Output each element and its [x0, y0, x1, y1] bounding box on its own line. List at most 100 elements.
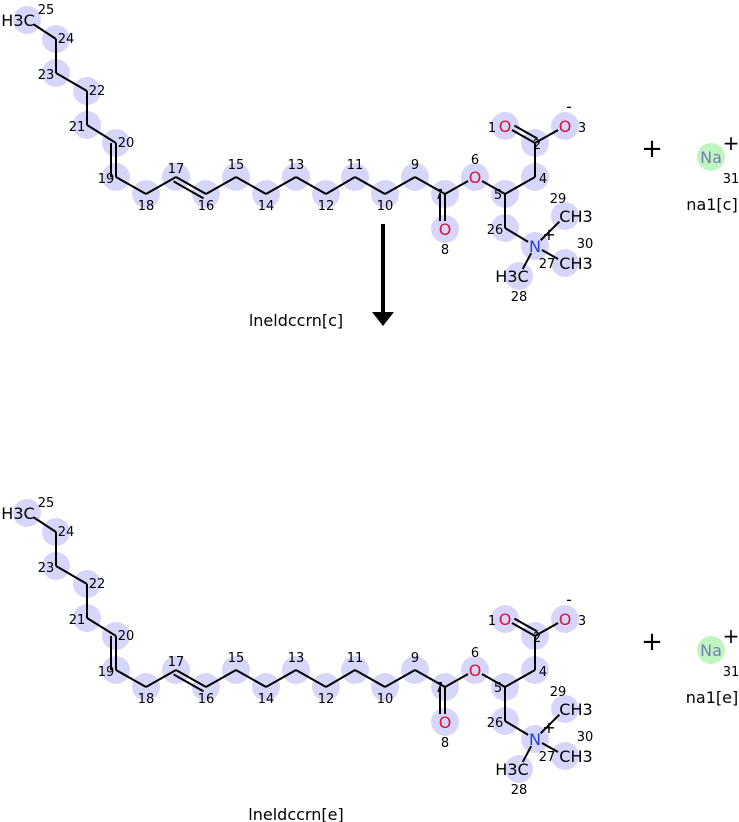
atom-number: 25: [38, 496, 55, 511]
bond: [511, 622, 536, 637]
atom-number: 22: [89, 577, 106, 592]
atom-highlight: [461, 163, 489, 191]
atom-symbol: CH3: [559, 254, 592, 273]
bond: [541, 742, 559, 753]
atom-number: 6: [471, 153, 479, 168]
plus-sign: +: [641, 134, 663, 164]
atom-symbol: H3C: [495, 267, 528, 286]
bond: [295, 669, 327, 688]
atom-number: 21: [69, 613, 86, 628]
atom-number: 13: [288, 158, 305, 173]
atom-symbol: O: [439, 220, 452, 239]
atom-number: 31: [723, 665, 739, 680]
atom-symbol: CH3: [559, 207, 592, 226]
atom-number: 9: [411, 158, 419, 173]
atom-number: 19: [98, 172, 115, 187]
atom-number: 6: [471, 646, 479, 661]
atom-number: 31: [723, 172, 739, 187]
atom-number: 26: [487, 223, 504, 238]
bond: [325, 176, 356, 195]
atom-number: 5: [494, 681, 502, 696]
atom-number: 11: [347, 158, 364, 173]
atom-number: 16: [198, 692, 215, 707]
double-bond-line: [173, 673, 205, 693]
bond: [33, 516, 57, 533]
atom-number: 10: [377, 199, 394, 214]
atom-number: 3: [578, 121, 586, 136]
atom-highlight: [551, 605, 579, 633]
atom-number: 7: [435, 681, 443, 696]
bond: [354, 669, 386, 688]
atom-number: 21: [69, 120, 86, 135]
atom-number: 15: [228, 158, 245, 173]
atom-symbol: H3C: [1, 504, 34, 523]
atom-number: 3: [578, 614, 586, 629]
atom-number: 30: [577, 237, 594, 252]
atom-highlight: [431, 708, 459, 736]
bond: [55, 565, 88, 585]
product-ion-label: na1[e]: [686, 688, 738, 707]
bond: [414, 176, 446, 195]
bond: [235, 176, 267, 195]
charge-sign: +: [723, 131, 739, 155]
bond: [504, 176, 536, 195]
atom-number: 15: [228, 651, 245, 666]
atom-number: 5: [494, 188, 502, 203]
atom-symbol: H3C: [1, 11, 34, 30]
atom-number: 23: [38, 68, 55, 83]
atom-number: 28: [511, 783, 528, 798]
bond: [504, 227, 529, 243]
bond: [115, 669, 147, 688]
atom-symbol: O: [499, 117, 512, 136]
bond: [235, 669, 267, 688]
bond: [175, 176, 207, 195]
bond: [384, 176, 416, 195]
atom-number: 18: [138, 692, 155, 707]
bond: [481, 180, 506, 195]
atom-symbol: O: [469, 661, 482, 680]
atom-number: 10: [377, 692, 394, 707]
atom-number: 14: [258, 199, 275, 214]
atom-highlight: [13, 6, 41, 34]
atom-symbol: O: [439, 713, 452, 732]
atom-number: 13: [288, 651, 305, 666]
bond: [541, 249, 559, 260]
atom-number: 28: [511, 290, 528, 305]
bond: [534, 129, 559, 144]
bond: [175, 669, 207, 688]
atom-symbol: O: [499, 610, 512, 629]
atom-number: 17: [168, 655, 185, 670]
bond: [521, 745, 533, 763]
atom-number: 27: [539, 750, 556, 765]
atom-symbol: CH3: [559, 700, 592, 719]
atom-number: 22: [89, 84, 106, 99]
atom-symbol: O: [559, 610, 572, 629]
bond: [539, 713, 561, 735]
atom-highlight: [491, 112, 519, 140]
sodium-symbol: Na: [700, 641, 722, 660]
bond: [55, 72, 88, 92]
atom-highlight: [551, 742, 579, 770]
atom-number: 1: [488, 121, 496, 136]
bond: [414, 669, 446, 688]
atom-number: 12: [318, 692, 335, 707]
atom-number: 24: [58, 32, 75, 47]
atom-number: 8: [441, 243, 449, 258]
atom-number: 12: [318, 199, 335, 214]
bond: [504, 720, 529, 736]
atom-number: 11: [347, 651, 364, 666]
atom-highlight: [551, 249, 579, 277]
bond: [265, 669, 297, 688]
ion-highlight: [697, 636, 725, 664]
bond: [444, 180, 469, 195]
charge-sign: -: [566, 97, 572, 116]
reaction-arrow-icon: [372, 224, 394, 326]
bond: [145, 669, 177, 688]
bond: [115, 176, 147, 195]
atom-number: 17: [168, 162, 185, 177]
atom-number: 2: [533, 631, 541, 646]
double-bond-line: [173, 180, 205, 200]
bond: [534, 622, 559, 637]
bond: [33, 23, 57, 40]
